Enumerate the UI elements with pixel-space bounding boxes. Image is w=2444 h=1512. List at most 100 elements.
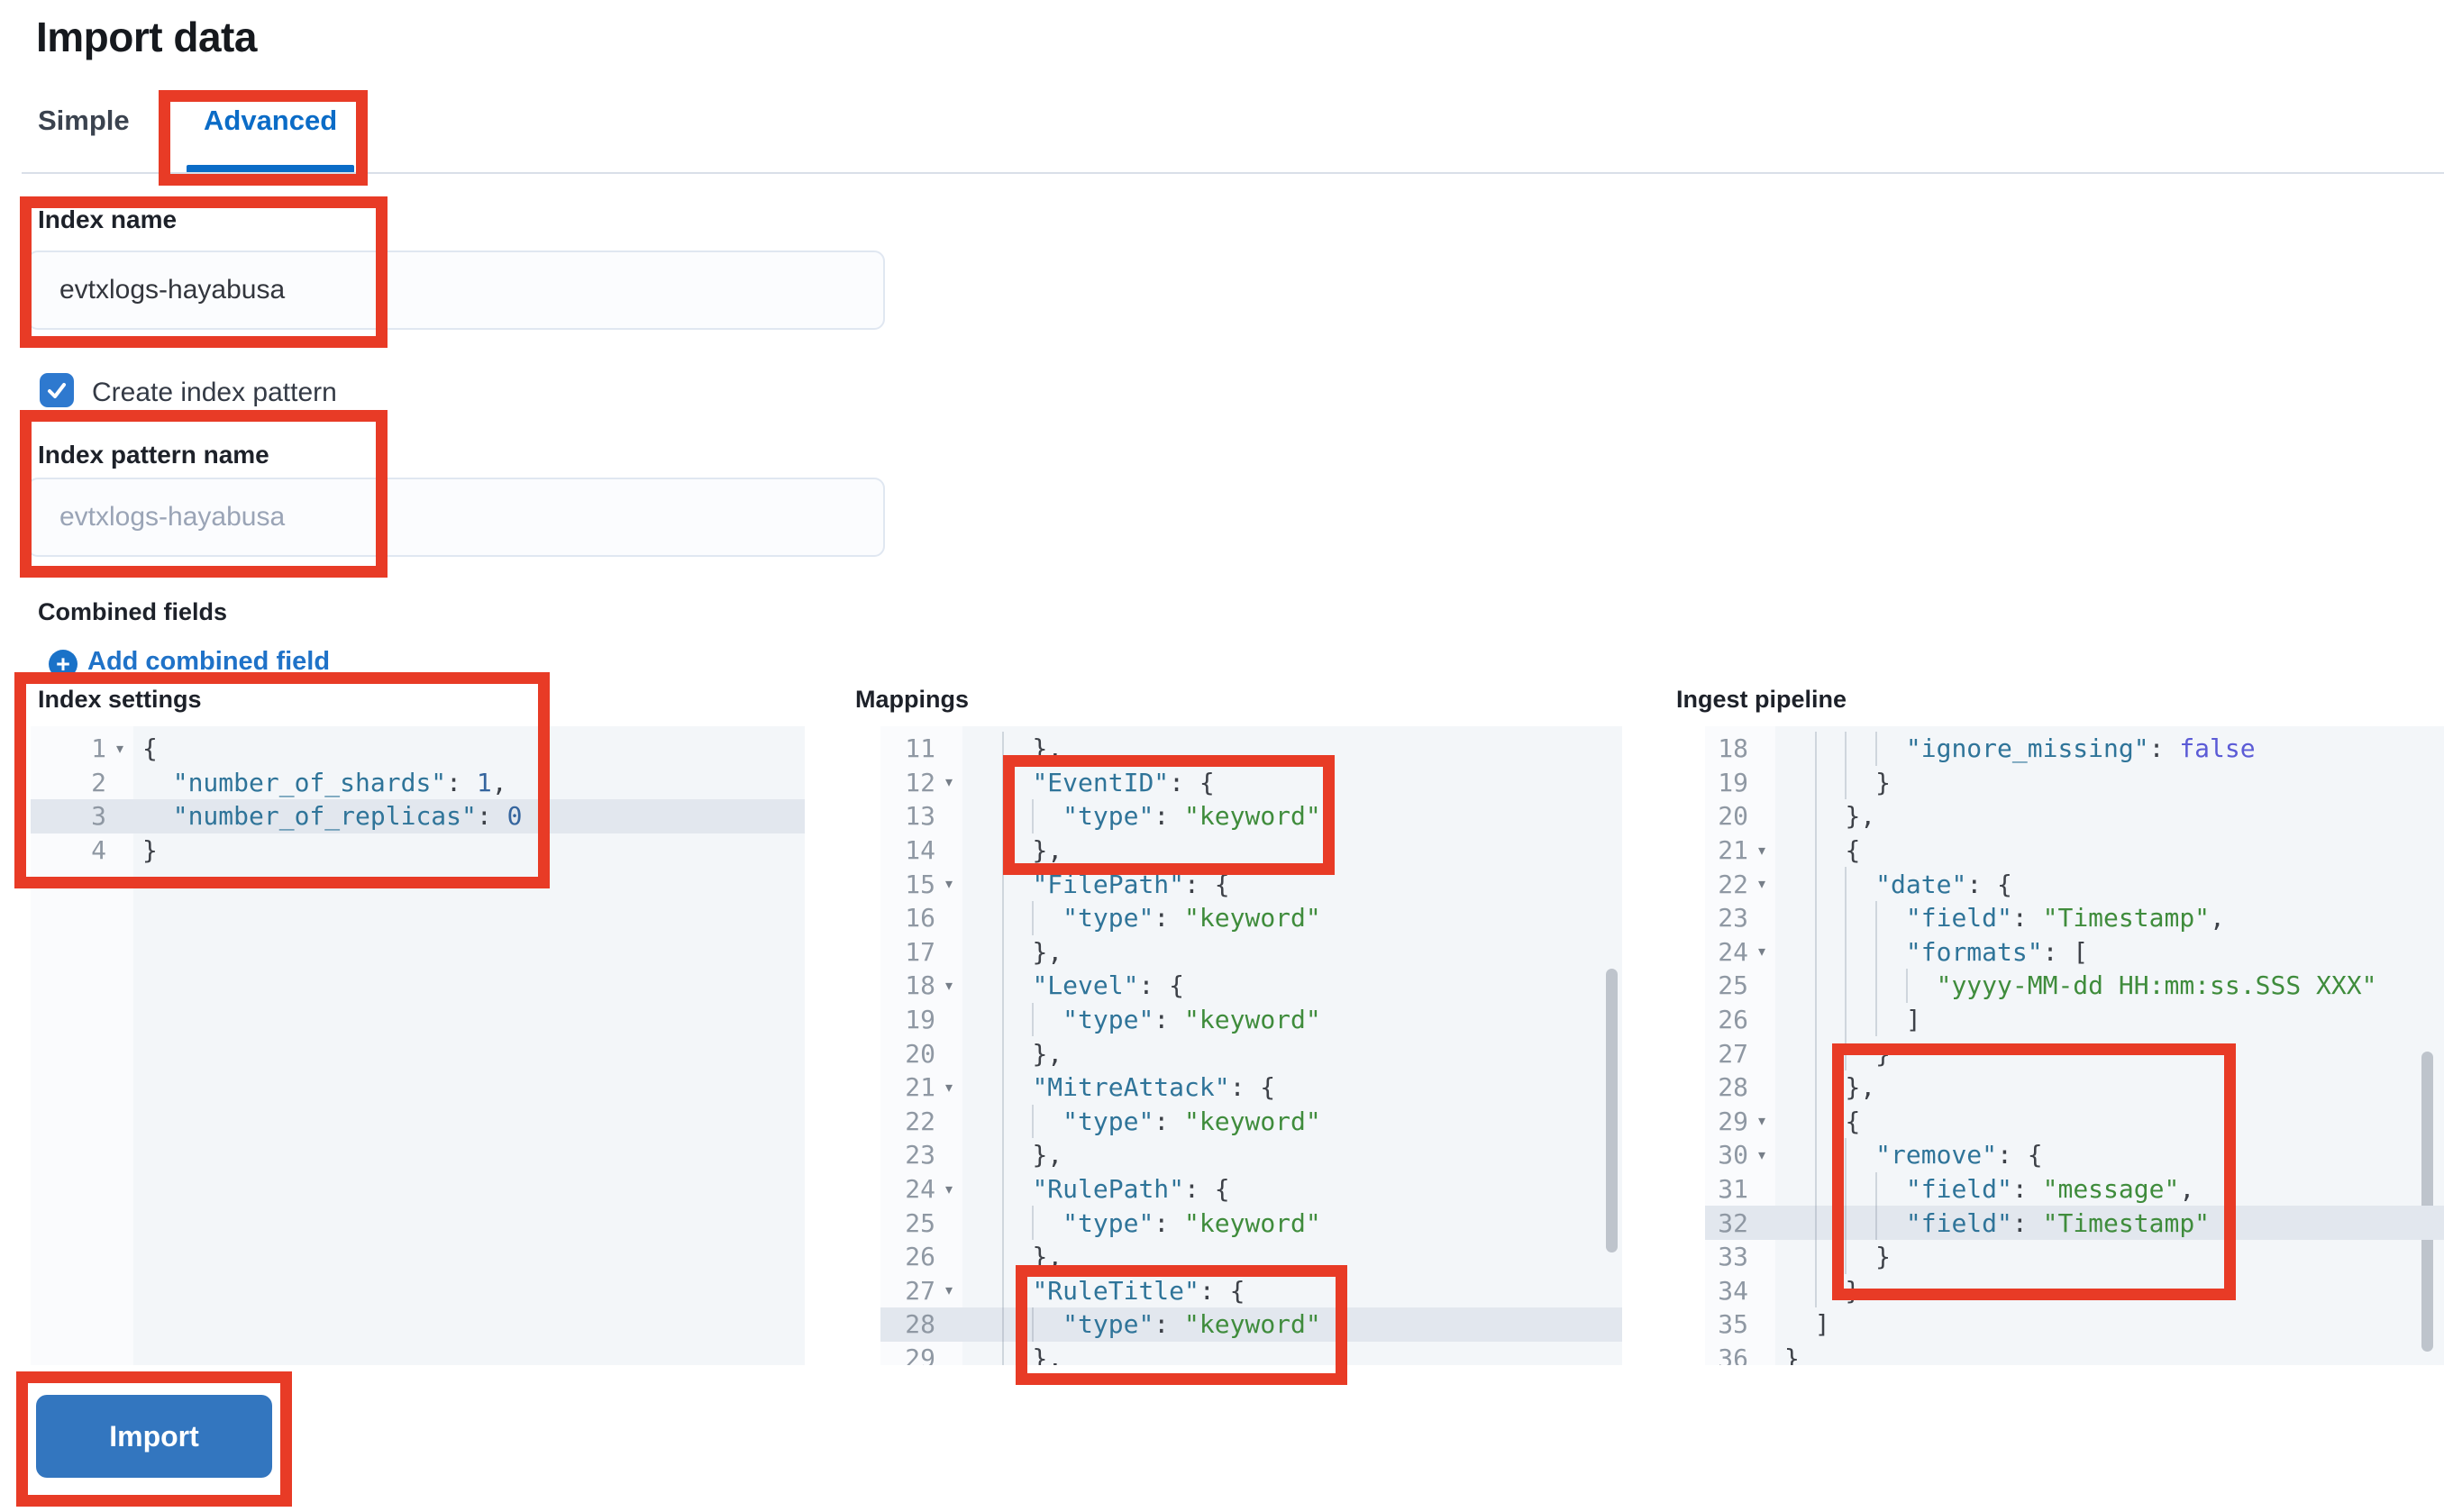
- index-pattern-name-input[interactable]: [27, 478, 885, 557]
- code-line[interactable]: 27▾"RuleTitle": {: [880, 1273, 1622, 1308]
- code-line[interactable]: 18▾"Level": {: [880, 969, 1622, 1003]
- plus-in-circle-icon[interactable]: +: [49, 650, 78, 679]
- line-number: 36: [1718, 1343, 1748, 1365]
- code-line[interactable]: 35]: [1705, 1307, 2444, 1342]
- indent-guide: [1845, 765, 1847, 800]
- tab-advanced[interactable]: Advanced: [204, 105, 338, 136]
- code-line[interactable]: 32"field": "Timestamp": [1705, 1206, 2444, 1240]
- code-line-content: },: [962, 1036, 1622, 1070]
- indent-guide: [1814, 1239, 1817, 1274]
- indent-guide: [1875, 1002, 1878, 1037]
- fold-arrow-icon[interactable]: ▾: [1757, 944, 1766, 961]
- code-line-content: "field": "Timestamp",: [1775, 900, 2444, 935]
- checkmark-icon: [48, 383, 66, 398]
- fold-arrow-icon[interactable]: ▾: [1757, 877, 1766, 893]
- code-line[interactable]: 25"yyyy-MM-dd HH:mm:ss.SSS XXX": [1705, 969, 2444, 1003]
- fold-arrow-icon[interactable]: ▾: [1757, 843, 1766, 859]
- code-line[interactable]: 29▾{: [1705, 1104, 2444, 1139]
- fold-arrow-icon[interactable]: ▾: [944, 1181, 953, 1198]
- code-line[interactable]: 25"type": "keyword": [880, 1206, 1622, 1240]
- code-line[interactable]: 28},: [1705, 1070, 2444, 1105]
- code-line[interactable]: 22"type": "keyword": [880, 1104, 1622, 1139]
- fold-arrow-icon[interactable]: ▾: [1757, 1114, 1766, 1130]
- line-number: 18: [1718, 733, 1748, 764]
- ingest-pipeline-label: Ingest pipeline: [1676, 686, 1847, 713]
- code-line[interactable]: 30▾"remove": {: [1705, 1138, 2444, 1172]
- code-line[interactable]: 20},: [880, 1036, 1622, 1070]
- code-line[interactable]: 24▾"formats": [: [1705, 934, 2444, 970]
- code-line[interactable]: 24▾"RulePath": {: [880, 1171, 1622, 1207]
- code-line[interactable]: 2"number_of_shards": 1,: [31, 766, 805, 800]
- indent-guide: [1814, 969, 1817, 1003]
- index-name-input[interactable]: [27, 250, 885, 330]
- code-line-content: {: [142, 733, 158, 764]
- code-line[interactable]: 26},: [880, 1239, 1622, 1274]
- code-lines: 1 ▾ {2"number_of_shards": 1,3"number_of_re…: [31, 732, 805, 867]
- code-line[interactable]: 18"ignore_missing": false: [1705, 732, 2444, 766]
- code-line[interactable]: 16 "type": "keyword": [880, 900, 1622, 935]
- code-line[interactable]: 34}: [1705, 1273, 2444, 1308]
- line-number: 4: [91, 835, 106, 866]
- code-line[interactable]: 29},: [880, 1341, 1622, 1365]
- code-line[interactable]: 1 ▾ {: [31, 732, 805, 766]
- code-line[interactable]: 13"type": "keyword": [880, 799, 1622, 833]
- index-settings-code-editor[interactable]: 1 ▾ {2"number_of_shards": 1,3"number_of_re…: [31, 726, 805, 1365]
- indent-guide: [1845, 934, 1847, 970]
- code-line-content: "MitreAttack": {: [962, 1070, 1622, 1105]
- code-line[interactable]: 17},: [880, 934, 1622, 970]
- add-combined-field-link[interactable]: Add combined field: [87, 647, 331, 676]
- fold-arrow-icon[interactable]: ▾: [944, 775, 953, 791]
- code-line[interactable]: 21▾{: [1705, 833, 2444, 868]
- code-line[interactable]: 23"field": "Timestamp",: [1705, 900, 2444, 935]
- code-line[interactable]: 33}: [1705, 1239, 2444, 1274]
- code-line-content: }: [1775, 1239, 2444, 1274]
- fold-arrow-icon[interactable]: ▾: [115, 741, 124, 757]
- code-line[interactable]: 26]: [1705, 1002, 2444, 1037]
- create-index-pattern-label[interactable]: Create index pattern: [92, 378, 337, 407]
- line-number: 16: [905, 903, 935, 934]
- code-line[interactable]: 21▾"MitreAttack": {: [880, 1070, 1622, 1105]
- ingest-pipeline-scrollbar[interactable]: [2421, 1052, 2433, 1352]
- code-line[interactable]: 3"number_of_replicas": 0: [31, 799, 805, 833]
- fold-arrow-icon[interactable]: ▾: [944, 1283, 953, 1299]
- code-line[interactable]: 22▾"date": {: [1705, 867, 2444, 901]
- code-line[interactable]: 14},: [880, 833, 1622, 868]
- indent-guide: [1001, 799, 1004, 833]
- mappings-code-editor[interactable]: 11},12▾"EventID": {13"type": "keyword"14…: [880, 726, 1622, 1365]
- code-line[interactable]: 4}: [31, 833, 805, 868]
- code-line[interactable]: 27}: [1705, 1036, 2444, 1070]
- code-line[interactable]: 31"field": "message",: [1705, 1171, 2444, 1207]
- fold-arrow-icon[interactable]: ▾: [1757, 1147, 1766, 1163]
- indent-guide: [1814, 1070, 1817, 1105]
- code-line[interactable]: 23},: [880, 1138, 1622, 1172]
- fold-arrow-icon[interactable]: ▾: [944, 877, 953, 893]
- code-line-content: "field": "Timestamp": [1775, 1206, 2444, 1240]
- code-line-content: },: [1775, 799, 2444, 833]
- code-line[interactable]: 19"type": "keyword": [880, 1002, 1622, 1037]
- create-index-pattern-checkbox[interactable]: [40, 373, 74, 407]
- tab-simple[interactable]: Simple: [38, 105, 130, 136]
- code-line-content: "type": "keyword": [962, 900, 1622, 935]
- code-line[interactable]: 15▾"FilePath": {: [880, 867, 1622, 901]
- code-line[interactable]: 11},: [880, 732, 1622, 766]
- page-title: Import data: [36, 14, 257, 60]
- indent-guide: [1905, 969, 1908, 1003]
- code-line[interactable]: 12▾"EventID": {: [880, 765, 1622, 800]
- indent-guide: [1032, 1206, 1035, 1240]
- mappings-scrollbar[interactable]: [1606, 969, 1618, 1252]
- line-number: 1: [91, 733, 106, 764]
- indent-guide: [1814, 1171, 1817, 1207]
- indent-guide: [1032, 1104, 1035, 1139]
- fold-arrow-icon[interactable]: ▾: [944, 1079, 953, 1096]
- code-line[interactable]: 20},: [1705, 799, 2444, 833]
- code-line[interactable]: 28"type": "keyword": [880, 1307, 1622, 1342]
- fold-arrow-icon[interactable]: ▾: [944, 978, 953, 994]
- line-number: 20: [905, 1038, 935, 1069]
- import-button[interactable]: Import: [36, 1395, 272, 1478]
- code-line-content: "formats": [: [1775, 934, 2444, 970]
- code-line[interactable]: 19}: [1705, 765, 2444, 800]
- line-number: 30: [1718, 1140, 1748, 1170]
- code-line[interactable]: 36}: [1705, 1342, 2444, 1365]
